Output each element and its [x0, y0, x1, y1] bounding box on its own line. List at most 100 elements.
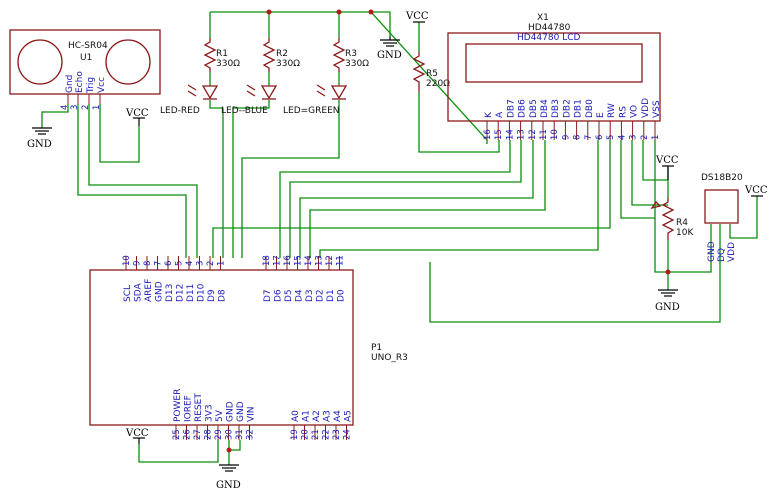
resistor-r5[interactable]: R5 220Ω — [412, 52, 450, 92]
lcd-pin-num-13: 13 — [517, 129, 527, 140]
arduino-pin-d9: D9 — [207, 289, 217, 302]
led-red-label: LED-RED — [160, 106, 200, 116]
gnd-symbol-sensor: GND — [27, 127, 52, 150]
led-green-label: LED=GREEN — [283, 106, 340, 116]
lcd-pin-db5: DB5 — [529, 99, 539, 118]
ds18b20-name: DS18B20 — [701, 173, 743, 183]
lcd-pin-rs: RS — [618, 106, 628, 118]
lcd-pin-num-11: 11 — [539, 129, 549, 140]
arduino-pin-num-30: 30 — [225, 429, 235, 440]
wires — [41, 11, 758, 465]
arduino-pin-gnd: GND — [155, 281, 165, 302]
resistor-r2[interactable]: R2 330Ω — [262, 38, 300, 72]
lcd-pin-num-8: 8 — [573, 135, 583, 140]
hc-sr04-name: HC-SR04 — [68, 41, 108, 51]
arduino-pin-a0: A0 — [291, 410, 301, 422]
resistor-r3[interactable]: R3 330Ω — [332, 38, 369, 72]
arduino-pin-num-20: 20 — [301, 429, 311, 440]
arduino-pin-num-19: 19 — [290, 429, 300, 440]
arduino-pin-gnd: GND — [226, 401, 236, 422]
lcd-pin-db4: DB4 — [540, 99, 550, 118]
arduino-pin-aref: AREF — [144, 279, 154, 302]
hc-pin-num-4: 4 — [60, 105, 70, 110]
hc-sr04-module[interactable]: HC-SR04 U1 Gnd Echo Trig Vcc 4 3 2 1 — [9, 29, 161, 110]
lcd-pin-num-1: 1 — [651, 135, 661, 140]
led-blue[interactable]: LED--BLUE — [221, 84, 278, 116]
lcd-pin-num-16: 16 — [483, 129, 493, 140]
lcd-pin-e: E — [596, 112, 606, 118]
lcd-pin-db0: DB0 — [585, 99, 595, 118]
arduino-pin-num-9: 9 — [133, 261, 143, 266]
lcd-pin-vdd: VDD — [641, 98, 651, 118]
arduino-pin-num-31: 31 — [235, 429, 245, 440]
hc-pin-trig: Trig — [86, 77, 96, 94]
vcc-symbol-lcd: VCC — [405, 11, 429, 23]
lcd-pin-k: K — [484, 111, 494, 118]
arduino-pin-d5: D5 — [284, 289, 294, 302]
potentiometer-r4[interactable]: R4 10K — [650, 198, 694, 240]
arduino-pin-num-4: 4 — [185, 261, 195, 266]
led-green[interactable]: LED=GREEN — [283, 84, 348, 116]
arduino-uno[interactable]: P1 UNO_R3 — [89, 269, 408, 426]
lcd-pin-num-4: 4 — [617, 135, 627, 140]
lcd-pin-db1: DB1 — [574, 99, 584, 118]
arduino-pin-num-13: 13 — [315, 255, 325, 266]
lcd-pin-num-10: 10 — [550, 129, 560, 140]
arduino-pin-ioref: IOREF — [184, 395, 194, 422]
junction-dots — [226, 9, 671, 453]
lcd-pin-db7: DB7 — [506, 99, 516, 118]
arduino-pin-d1: D1 — [326, 289, 336, 302]
led-red[interactable]: LED-RED — [160, 84, 219, 116]
ds-pin-dq: DQ — [717, 248, 727, 262]
resistor-r1[interactable]: R1 330Ω — [203, 38, 240, 72]
lcd-pin-num-5: 5 — [606, 135, 616, 140]
arduino-pin-num-15: 15 — [294, 255, 304, 266]
arduino-pin-5v: 5V — [215, 409, 225, 422]
arduino-pin-num-5: 5 — [175, 261, 185, 266]
lcd-pin-a: A — [495, 111, 505, 118]
r2-value: 330Ω — [276, 59, 300, 69]
vcc-symbol-ds18b20: VCC — [744, 185, 768, 197]
arduino-pin-3v3: 3V3 — [205, 404, 215, 422]
r4-value: 10K — [676, 228, 694, 238]
arduino-pin-d11: D11 — [186, 284, 196, 302]
arduino-pin-sda: SDA — [134, 283, 144, 302]
r1-ref: R1 — [216, 49, 228, 59]
hc-pin-gnd: Gnd — [65, 75, 75, 93]
gnd-symbol-arduino: GND — [216, 464, 241, 491]
arduino-pin-num-14: 14 — [304, 255, 314, 266]
arduino-pin-num-27: 27 — [193, 429, 203, 440]
arduino-pin-num-2: 2 — [206, 261, 216, 266]
lcd-pin-num-12: 12 — [528, 129, 538, 140]
arduino-part: UNO_R3 — [371, 353, 408, 363]
ds18b20-sensor[interactable]: DS18B20 GND DQ VDD — [701, 173, 743, 262]
lcd-pin-rw: RW — [607, 103, 617, 118]
gnd-symbol-top: GND — [377, 36, 402, 61]
arduino-pin-d7: D7 — [263, 289, 273, 302]
lcd-pin-db3: DB3 — [551, 99, 561, 118]
r1-value: 330Ω — [216, 59, 240, 69]
lcd-ref: X1 — [537, 13, 549, 23]
vcc-symbol-sensor: VCC — [125, 108, 149, 126]
ds-pin-vdd: VDD — [727, 242, 737, 262]
arduino-pin-num-26: 26 — [183, 429, 193, 440]
lcd-pin-num-6: 6 — [595, 135, 605, 140]
lcd-pin-num-15: 15 — [494, 129, 504, 140]
arduino-pin-num-24: 24 — [343, 429, 353, 440]
ds-pin-gnd: GND — [707, 241, 717, 262]
lcd-pin-vo: VO — [630, 105, 640, 118]
arduino-pin-d13: D13 — [165, 284, 175, 302]
lcd-pin-num-14: 14 — [505, 129, 515, 140]
arduino-pin-a2: A2 — [312, 410, 322, 422]
hc-pin-num-1: 1 — [92, 105, 102, 110]
arduino-pin-num-12: 12 — [325, 255, 335, 266]
hc-pin-echo: Echo — [75, 71, 85, 93]
hc-sr04-ref: U1 — [80, 53, 92, 63]
lcd-pin-db2: DB2 — [562, 99, 572, 118]
arduino-pin-vin: VIN — [247, 406, 257, 422]
arduino-pin-num-16: 16 — [283, 255, 293, 266]
svg-text:VCC: VCC — [125, 428, 149, 439]
r3-ref: R3 — [345, 49, 357, 59]
